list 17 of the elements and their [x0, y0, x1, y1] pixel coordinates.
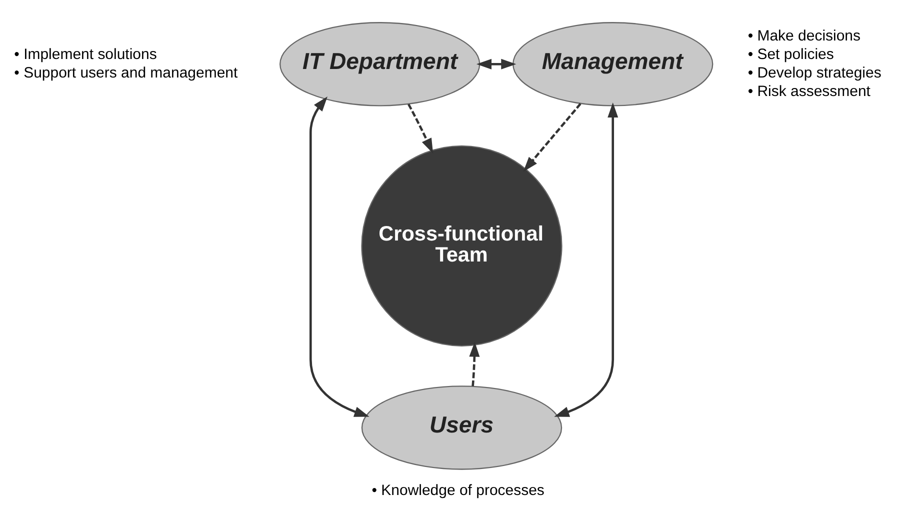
- node-circle: Cross-functional Team: [361, 144, 562, 346]
- arrow: [309, 96, 370, 416]
- node-label: • Risk assessment: [748, 82, 870, 100]
- arrow: [408, 103, 434, 153]
- node-label: • Support users and management: [14, 64, 238, 81]
- node-ellipse: IT Department: [279, 22, 480, 106]
- arrow: [476, 58, 516, 69]
- arrow: [554, 102, 618, 416]
- node-label: • Implement solutions: [14, 45, 157, 62]
- node-label: • Develop strategies: [748, 64, 882, 81]
- node-ellipse: Users: [361, 385, 562, 470]
- arrow: [469, 341, 480, 386]
- arrow: [523, 102, 582, 172]
- node-label: • Set policies: [748, 45, 834, 62]
- node-ellipse: Management: [512, 22, 714, 106]
- node-label: • Make decisions: [748, 26, 861, 44]
- node-label: • Knowledge of processes: [372, 482, 544, 499]
